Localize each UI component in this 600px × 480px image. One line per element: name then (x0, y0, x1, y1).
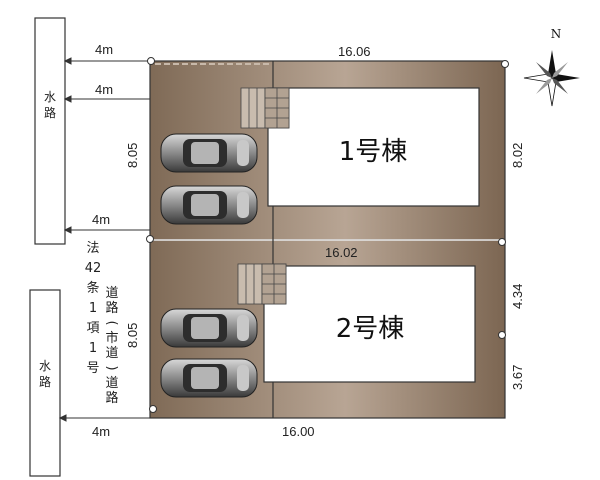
road-label-char: 市 (105, 330, 118, 346)
compass-north-label: N (551, 27, 562, 41)
waterway-upper (34, 17, 66, 245)
lot-2-left-depth: 8.05 (125, 323, 140, 348)
road-label-char: 42 (85, 261, 102, 276)
road-width-label-3: 4m (92, 212, 110, 227)
waterway-label-lower: 水路 (39, 359, 51, 389)
waterway-lower (29, 289, 61, 477)
building-1 (267, 87, 480, 207)
road-label-char: 道 (105, 286, 118, 301)
road-label-char: 法 (86, 241, 99, 256)
waterway-upper-char: 路 (44, 105, 56, 120)
lot-2-right-lower-depth: 3.67 (510, 365, 525, 390)
waterway-lower-char: 路 (39, 374, 51, 389)
car-lot-1-a (160, 133, 258, 173)
road-label-char: 1 (89, 301, 97, 316)
road-label-char: ) (104, 365, 119, 370)
lot-2-bottom-length: 16.00 (282, 424, 315, 439)
waterway-upper-char: 水 (44, 90, 56, 104)
car-lot-2-a (160, 308, 258, 348)
road-label-char: 道 (105, 346, 118, 361)
waterway-label-upper: 水路 (44, 90, 56, 120)
lot-1-left-depth: 8.05 (125, 143, 140, 168)
road-label-char: 号 (86, 361, 99, 376)
stairs-lot-1 (240, 87, 290, 129)
road-width-label-4: 4m (92, 424, 110, 439)
road-label-char: 路 (105, 300, 118, 316)
road-label-char: 条 (86, 280, 99, 296)
road-label-char: 1 (89, 341, 97, 356)
compass-rose-icon (523, 50, 580, 107)
road-label-char: 道 (105, 376, 118, 391)
lot-2-top-length: 16.02 (325, 245, 358, 260)
lot-1-top-length: 16.06 (338, 44, 371, 59)
road-label-char: 項 (86, 321, 99, 336)
stairs-lot-2 (237, 263, 287, 305)
road-width-label-1: 4m (95, 42, 113, 57)
lot-2-right-upper-depth: 4.34 (510, 284, 525, 309)
road-width-arrows (58, 57, 150, 422)
building-2-label: 2号棟 (336, 314, 405, 344)
road-label-char: ( (104, 320, 119, 325)
car-lot-2-b (160, 358, 258, 398)
corner-markers (146, 57, 509, 413)
lot-1-right-depth: 8.02 (510, 143, 525, 168)
building-2 (263, 265, 476, 383)
building-1-label: 1号棟 (339, 137, 408, 167)
road-label-char: 路 (105, 390, 118, 406)
road-width-label-2: 4m (95, 82, 113, 97)
waterway-lower-char: 水 (39, 359, 51, 373)
car-lot-1-b (160, 185, 258, 225)
